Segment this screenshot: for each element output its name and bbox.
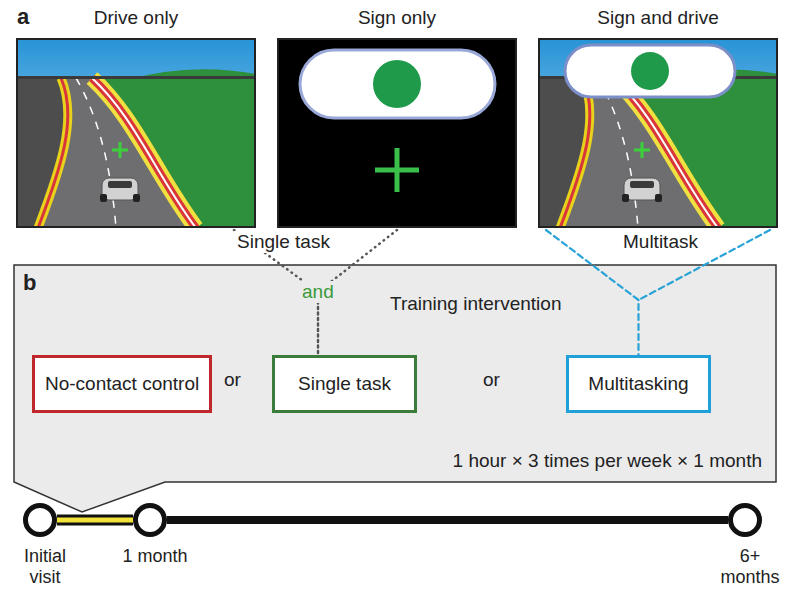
condition-box: Single task [272, 355, 417, 413]
timepoint-circle: 6+ months [728, 503, 762, 537]
screen-title: Sign only [259, 7, 535, 29]
condition-text: No-contact control [45, 373, 199, 396]
segment-fill [57, 518, 133, 523]
task-screen: Drive only [16, 38, 256, 228]
task-screen: Sign only [277, 38, 517, 228]
connector-word: and [299, 281, 337, 303]
panel-heading: Training intervention [390, 293, 561, 315]
panel-letter: a [14, 4, 32, 30]
connector-word: or [221, 369, 244, 391]
connector-word: or [480, 369, 503, 391]
annotation: Multitask [620, 231, 701, 253]
condition-text: Multitasking [588, 373, 688, 396]
segment-outline [57, 515, 133, 526]
timepoint-circle: Initial visit [23, 503, 57, 537]
timepoint-label: Initial visit [7, 546, 83, 587]
timepoint-label: 6+ months [712, 546, 788, 587]
annotation: Single task [234, 231, 333, 253]
training-panel: Training intervention 1 hour × 3 times pe… [14, 265, 776, 482]
task-screen: Sign and drive [538, 38, 778, 228]
condition-text: Single task [298, 373, 391, 396]
screen-title: Sign and drive [520, 7, 794, 29]
dashed-link [546, 230, 770, 355]
timepoint-circle: 1 month [133, 503, 167, 537]
panel-letter: b [20, 270, 39, 296]
condition-box: No-contact control [32, 355, 212, 413]
condition-box: Multitasking [566, 355, 711, 413]
screen-title: Drive only [0, 7, 274, 29]
dose-note: 1 hour × 3 times per week × 1 month [453, 450, 762, 472]
timeline-segment [57, 520, 133, 521]
timeline-segment [167, 516, 728, 524]
timepoint-label: 1 month [117, 546, 193, 567]
